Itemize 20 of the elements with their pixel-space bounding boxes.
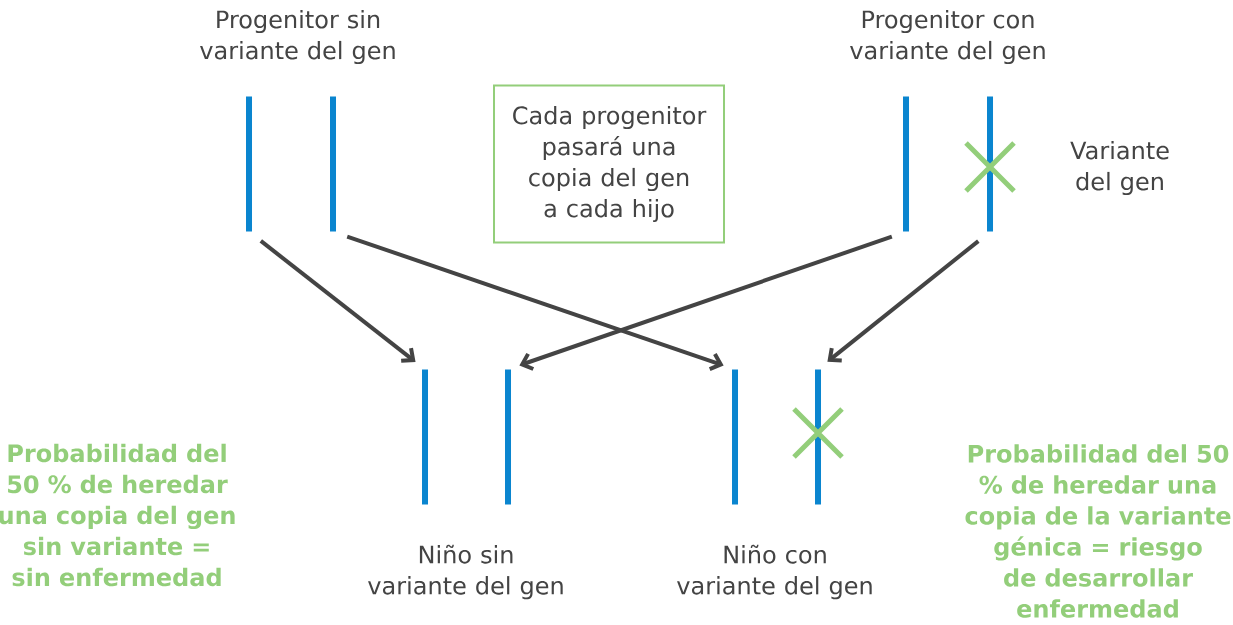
caption-text: Probabilidad del 50 % de heredar una copia del gen sin variante = sin enfermedad xyxy=(0,443,235,587)
arrow xyxy=(346,234,724,371)
arrow xyxy=(519,234,893,371)
caption-text: Niño con variante del gen xyxy=(677,544,872,600)
note-box: Cada progenitor pasará una copia del gen a cada hijo xyxy=(493,84,725,244)
caption-text: Progenitor sin variante del gen xyxy=(200,9,395,65)
gene-bar xyxy=(330,96,336,232)
caption-text: Progenitor con variante del gen xyxy=(850,9,1045,65)
caption-text: Variante del gen xyxy=(1070,140,1169,196)
gene-bar xyxy=(505,369,511,505)
caption-text: Niño sin variante del gen xyxy=(368,544,563,600)
gene-bar xyxy=(246,96,252,232)
gene-bar xyxy=(815,369,821,505)
gene-bar xyxy=(422,369,428,505)
gene-bar xyxy=(987,96,993,232)
arrow xyxy=(259,239,416,363)
caption-text: Probabilidad del 50 % de heredar una copia de la variante génica = riesgo de desarrollar enfermedad xyxy=(965,444,1231,618)
gene-bar xyxy=(732,369,738,505)
arrow xyxy=(827,239,980,363)
gene-bar xyxy=(903,96,909,232)
